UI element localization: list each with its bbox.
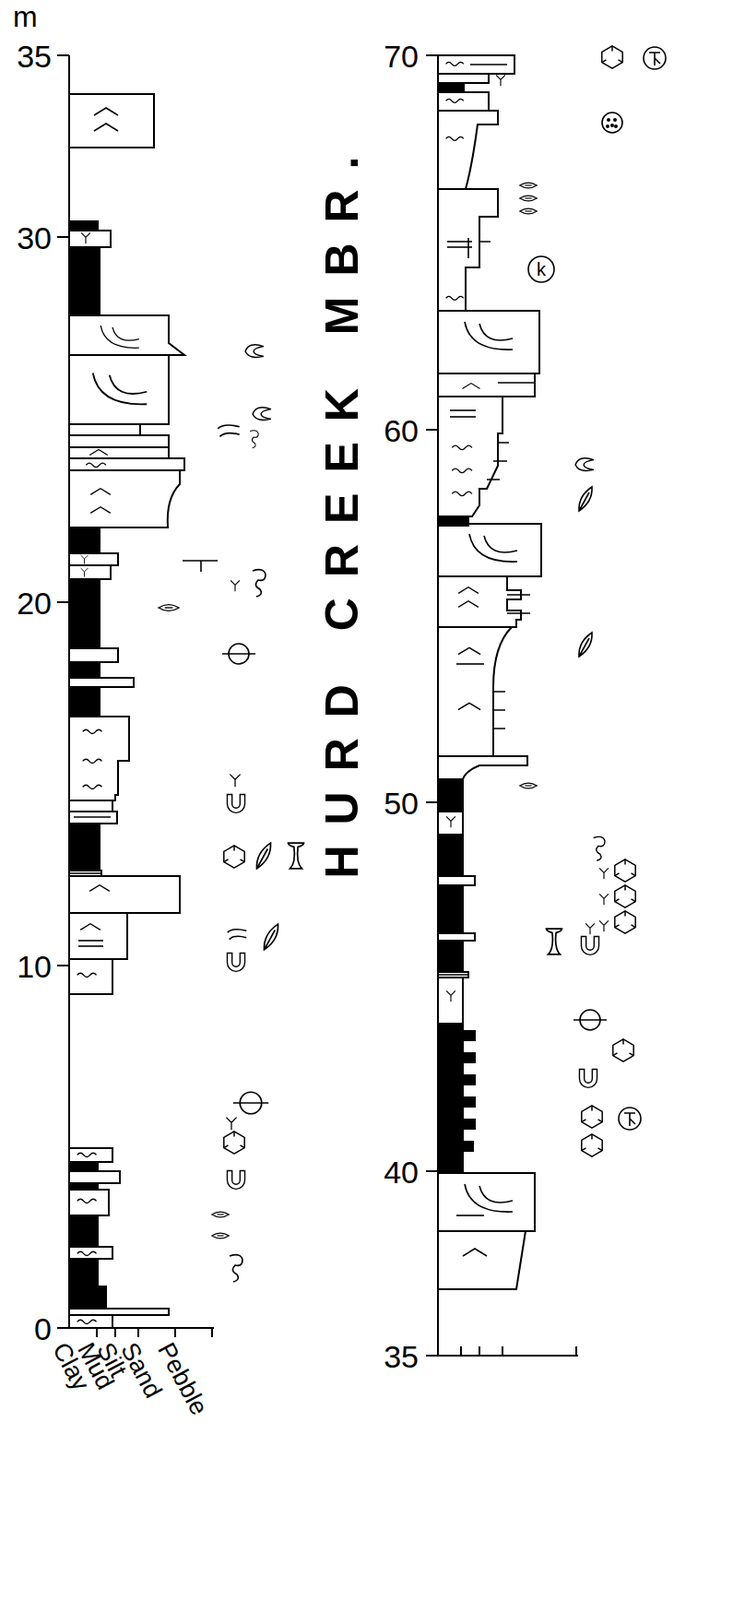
depth-tick: 20 (16, 587, 52, 619)
member-name: HURD CREEK MBR. (318, 136, 365, 879)
depth-tick: 35 (383, 1340, 419, 1372)
circle-marker (528, 256, 555, 283)
axis-unit: m (12, 1, 38, 32)
grain-size-label: Pebble (153, 1338, 212, 1419)
depth-tick: 50 (383, 787, 419, 819)
depth-tick: 40 (383, 1156, 419, 1188)
symbol-letter: k (536, 260, 546, 279)
depth-tick: 0 (34, 1312, 52, 1345)
depth-tick: 10 (16, 950, 52, 982)
depth-tick: 35 (16, 40, 52, 72)
depth-tick: 60 (383, 414, 419, 447)
depth-tick: 70 (383, 40, 419, 72)
depth-tick: 30 (16, 222, 52, 254)
